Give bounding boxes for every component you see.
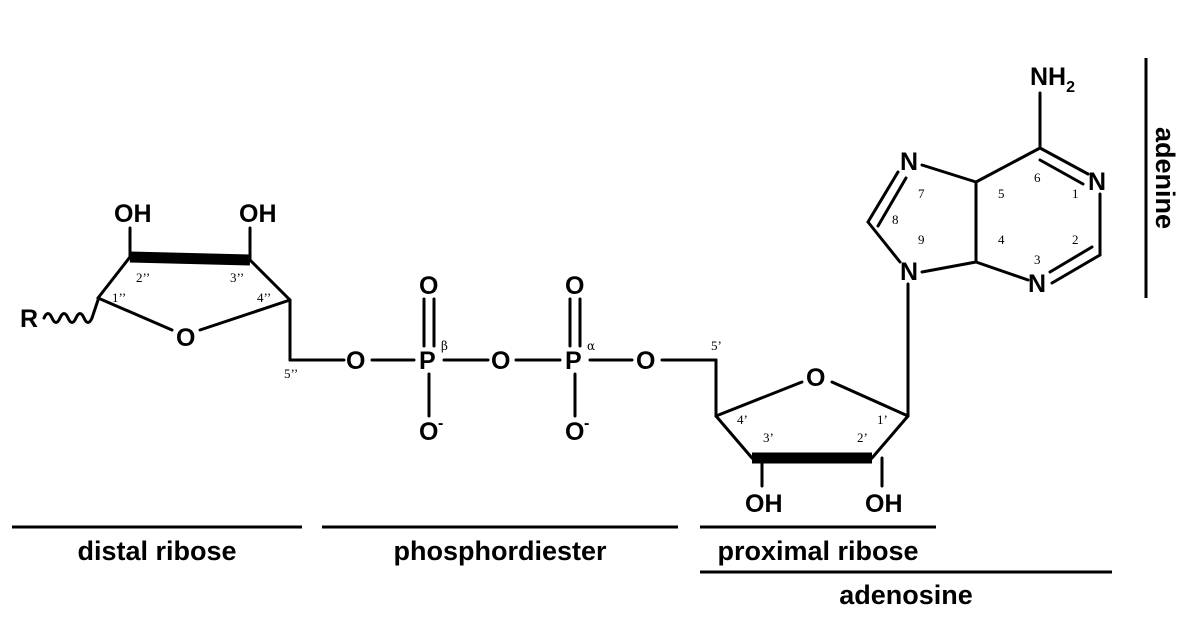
oxygen-beta-top: O [419,272,438,300]
bond-p4-o [714,380,804,418]
oxygen-alpha-top: O [565,272,584,300]
adenine-label: adenine [1150,127,1180,229]
region-brackets: distal ribose phosphordiester proximal r… [12,58,1180,610]
beta-label: β [441,339,448,353]
double-bond-c2-n3-b [1048,245,1094,274]
bond-o-d4 [198,298,292,332]
hydroxyl-distal-2-label: OH [114,200,152,228]
bond-p2-p1 [870,414,910,460]
bond-d1-d2 [96,255,132,300]
alpha-label: α [587,339,595,353]
nitrogen-7: N [900,148,918,176]
bond-n9-c8 [866,220,902,264]
oxygen-bridge-2: O [491,347,510,375]
double-bond-c8-n7-b [876,176,908,228]
bond-c4-n9 [920,260,978,274]
num-d1: 1’’ [112,290,126,305]
wedge-bond-distal [129,251,251,266]
adenosine-label: adenosine [839,580,973,610]
num-a9: 9 [918,232,925,247]
phosphorus-beta: P [419,347,436,375]
amino-subscript: 2 [1066,79,1075,96]
charge-minus-alpha: - [584,415,589,432]
nitrogen-3: N [1028,270,1046,298]
proximal-ribose-label: proximal ribose [717,536,918,566]
bond-n3-c4 [974,260,1030,282]
hydroxyl-proximal-3-label: OH [745,490,783,518]
oxygen-alpha-bottom: O [565,418,584,446]
wavy-bond [42,298,100,324]
num-a1: 1 [1072,186,1079,201]
atoms: R OH OH O O P β O O - O P α O O - O O OH… [20,63,1106,518]
amino-group-label: NH2 [1030,63,1075,96]
double-bond-c6-n1-b [1038,158,1085,186]
phosphordiester-label: phosphordiester [393,536,607,566]
oxygen-beta-bottom: O [419,418,438,446]
num-p5: 5’ [711,338,722,353]
hydroxyl-proximal-2-label: OH [865,490,903,518]
num-a4: 4 [998,232,1005,247]
nitrogen-9: N [900,258,918,286]
oxygen-bridge-1: O [346,347,365,375]
num-p2: 2’ [857,430,868,445]
double-bond-c2-n3-a [1050,253,1102,285]
bond-n7-c5 [920,163,978,184]
num-d5: 5’’ [284,366,298,381]
distal-ribose-label: distal ribose [77,536,236,566]
num-p4: 4’ [737,412,748,427]
num-d3: 3’’ [230,270,244,285]
num-p1: 1’ [877,412,888,427]
r-group-label: R [20,305,38,333]
num-d4: 4’’ [257,290,271,305]
oxygen-ring-proximal: O [806,364,825,392]
num-a3: 3 [1034,252,1041,267]
hydroxyl-distal-3-label: OH [239,200,277,228]
bonds [42,91,1102,488]
nitrogen-1: N [1088,168,1106,196]
double-bond-c8-n7-a [866,170,900,224]
oxygen-bridge-3: O [636,347,655,375]
num-a5: 5 [998,186,1005,201]
double-bond-c6-n1-a [1038,146,1090,176]
bond-c5-c6 [974,146,1042,184]
oxygen-ring-distal: O [176,324,195,352]
num-a2: 2 [1072,232,1079,247]
num-a6: 6 [1034,170,1041,185]
bond-d3-d4 [248,258,292,302]
phosphorus-alpha: P [565,347,582,375]
position-numbers: 1’’ 2’’ 3’’ 4’’ 5’’ 5’ 4’ 3’ 2’ 1’ 1 2 3… [112,170,1079,445]
num-d2: 2’’ [136,270,150,285]
charge-minus-beta: - [438,415,443,432]
bond-p4-p3 [714,414,754,460]
num-a8: 8 [892,212,899,227]
num-p3: 3’ [763,430,774,445]
bond-o-p1 [830,380,910,418]
bond-d1-o [96,296,174,332]
amino-nh: NH [1030,63,1066,91]
num-a7: 7 [918,186,925,201]
